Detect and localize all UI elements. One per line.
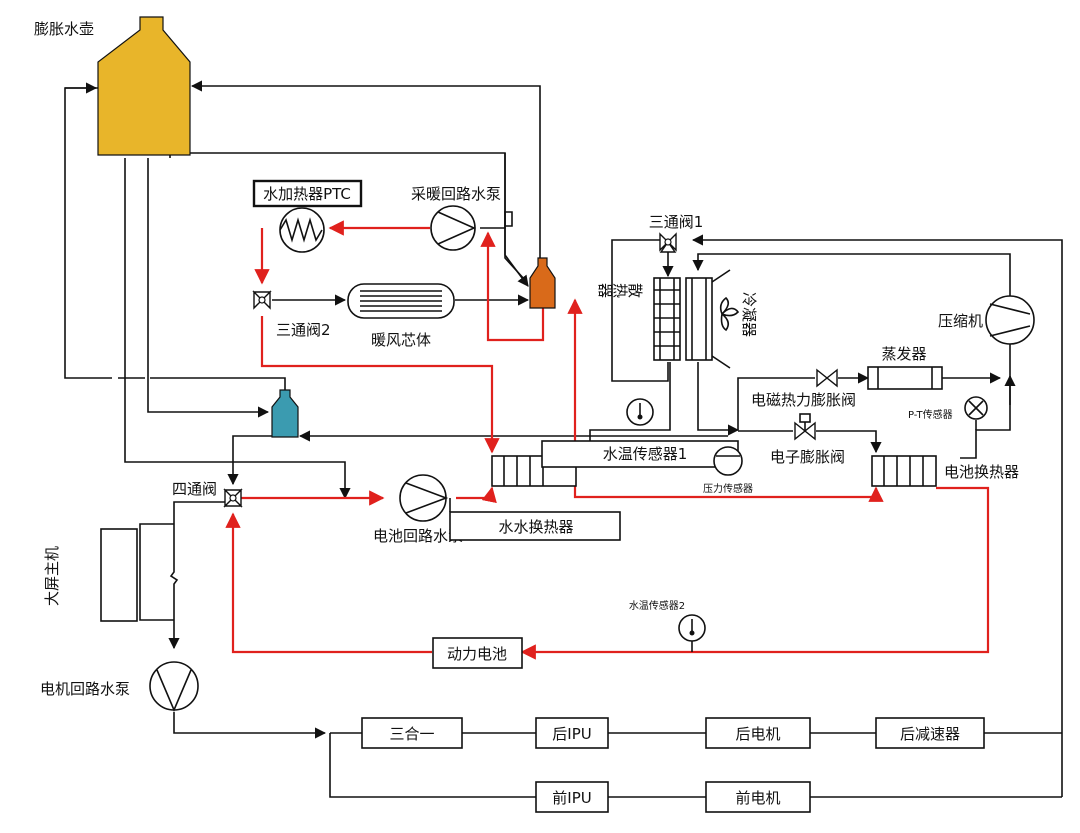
expansion-tank-label: 膨胀水壶 [34,20,94,38]
condenser-label: 冷凝器 [740,292,758,337]
battery-pump-icon [399,474,449,522]
rear-reducer-label: 后减速器 [900,725,960,743]
three-in-one-label: 三合一 [389,725,434,743]
three-way-valve-2-label: 三通阀2 [276,321,331,339]
front-ipu-label: 前IPU [552,789,591,807]
heater-core-icon [347,283,455,319]
pressure-sensor-icon [713,446,743,476]
three-in-one-box [361,717,463,749]
motor-pump-label: 电机回路水泵 [40,680,130,698]
heater-core-label: 暖风芯体 [371,331,431,349]
big-screen-host-box [100,528,138,622]
rear-ipu-box [535,717,609,749]
rear-motor-label: 后电机 [735,725,780,743]
four-way-valve-label: 四通阀 [172,480,217,498]
blue-tank [271,389,299,438]
water-water-exchanger-box [449,511,621,541]
ptc-label-box [252,179,363,208]
black-pipes [64,80,1063,798]
heating-pump-label: 采暖回路水泵 [411,185,501,203]
water-temp-sensor-2-icon [678,614,706,652]
four-way-valve-icon [223,488,243,508]
condenser-icon [685,269,740,369]
electronic-expansion-valve-label: 电子膨胀阀 [770,448,845,466]
front-motor-box [705,781,811,813]
radiator-label: 散热器 [598,281,643,299]
radiator-icon [653,277,681,361]
rear-ipu-label: 后IPU [552,725,591,743]
battery-pump-label: 电池回路水泵 [373,527,463,545]
pt-sensor-label: P-T传感器 [908,408,953,421]
expansion-tank [97,16,191,156]
evaporator-label: 蒸发器 [881,345,926,363]
three-way-valve-2-icon [252,290,272,310]
water-temp-sensor-1-label: 水温传感器1 [603,445,688,463]
pressure-sensor-label: 压力传感器 [703,482,753,495]
front-motor-label: 前电机 [735,789,780,807]
rear-motor-box [705,717,811,749]
big-screen-host-label: 大屏主机 [43,546,61,606]
temperature-gauge-icon [626,398,654,426]
power-battery-label: 动力电池 [447,645,507,663]
battery-heat-exchanger-label: 电池换热器 [944,463,1019,481]
ptc-heater-icon [279,207,325,253]
compressor-label: 压缩机 [938,312,983,330]
front-ipu-box [535,781,609,813]
power-battery-box [432,637,523,669]
rear-reducer-box [875,717,985,749]
red-pipes [225,220,990,660]
motor-pump-icon [149,661,199,713]
chiller-stack-icon [491,455,577,487]
ptc-label: 水加热器PTC [263,185,351,203]
three-way-valve-1-icon [659,232,677,253]
compressor-icon [985,295,1035,345]
em-expansion-valve-label: 电磁热力膨胀阀 [751,391,856,409]
water-water-exchanger-label: 水水换热器 [498,518,573,536]
electronic-expansion-valve-icon [794,413,816,441]
em-expansion-valve-icon [816,368,838,388]
three-way-valve-1-label: 三通阀1 [649,213,704,231]
orange-tank [529,257,556,309]
pt-sensor-icon [964,396,988,420]
battery-heat-exchanger-icon [871,455,937,487]
heating-pump-icon [430,205,476,251]
evaporator-icon [867,366,943,390]
water-temp-sensor-2-label: 水温传感器2 [629,599,685,612]
